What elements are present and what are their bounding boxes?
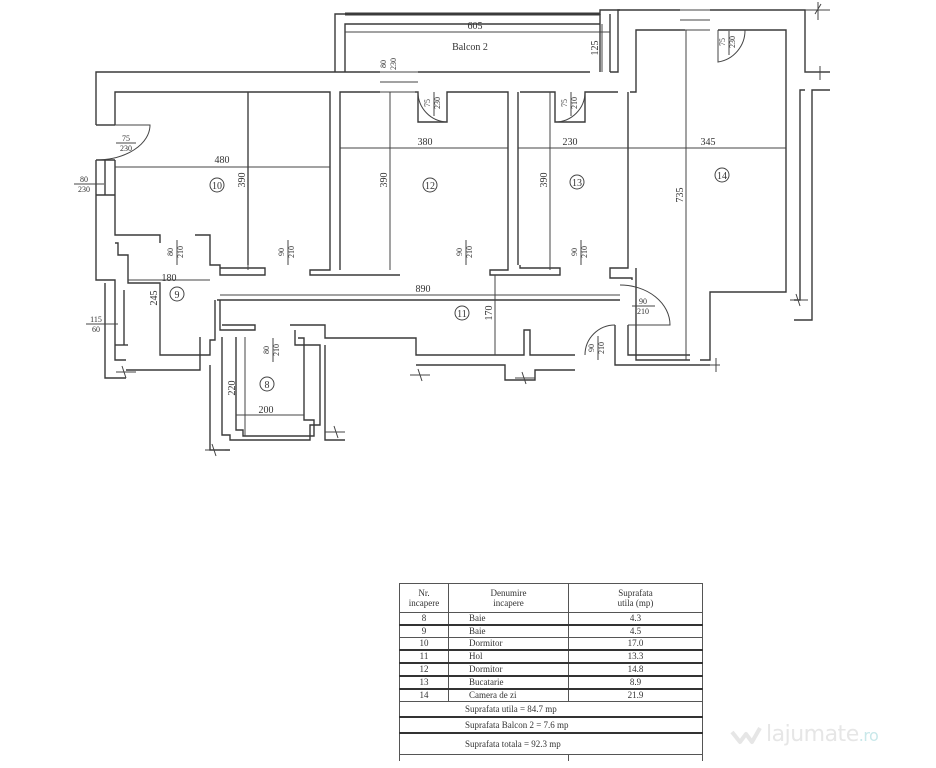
dim-r8-width: 200 [259, 405, 274, 416]
dimension-lines [115, 24, 786, 436]
summary-balcon: Suprafata Balcon 2 = 7.6 mp [399, 716, 703, 734]
svg-text:80: 80 [262, 346, 271, 354]
svg-text:75: 75 [718, 38, 727, 46]
room-number-8: 8 [265, 380, 270, 391]
walls [95, 9, 830, 451]
svg-text:75: 75 [423, 99, 432, 107]
room-number-12: 12 [425, 181, 435, 192]
svg-text:230: 230 [389, 58, 398, 70]
summary-totala: Suprafata totala = 92.3 mp [399, 732, 703, 755]
header-nr: Nr.incapere [399, 583, 449, 613]
dim-r10-width: 480 [215, 155, 230, 166]
watermark-tld: .ro [858, 726, 879, 745]
svg-text:75: 75 [560, 99, 569, 107]
watermark-logo-icon [730, 727, 762, 744]
svg-text:90: 90 [570, 248, 579, 256]
dim-r14-height: 735 [675, 188, 686, 203]
room-number-14: 14 [717, 171, 727, 182]
dim-r10-height: 390 [237, 173, 248, 188]
door-swings [95, 29, 746, 356]
svg-text:210: 210 [637, 307, 649, 316]
svg-text:90: 90 [455, 248, 464, 256]
svg-text:90: 90 [587, 344, 596, 352]
dim-r9-height: 245 [149, 291, 160, 306]
svg-text:115: 115 [90, 315, 102, 324]
svg-text:210: 210 [176, 246, 185, 258]
dim-r12-width: 380 [418, 137, 433, 148]
break-marks [116, 2, 830, 457]
dim-r13-height: 390 [539, 173, 550, 188]
svg-text:90: 90 [277, 248, 286, 256]
balcony-label: Balcon 2 [452, 42, 488, 53]
summary-utila: Suprafata utila = 84.7 mp [399, 701, 703, 718]
floor-plan: Balcon 2 605 125 480 390 380 390 230 390… [74, 2, 830, 457]
dim-r8-height: 220 [227, 381, 238, 396]
svg-text:230: 230 [78, 185, 90, 194]
dim-r11-width: 890 [416, 284, 431, 295]
dim-r13-width: 230 [563, 137, 578, 148]
svg-text:90: 90 [639, 297, 647, 306]
room-number-11: 11 [457, 309, 467, 320]
watermark-brand: lajumate [766, 722, 859, 747]
dim-r9-width: 180 [162, 273, 177, 284]
svg-text:210: 210 [580, 246, 589, 258]
svg-text:80: 80 [166, 248, 175, 256]
dim-r12-height: 390 [379, 173, 390, 188]
room-number-10: 10 [212, 181, 222, 192]
table-row-cut [399, 754, 703, 761]
room-markers [169, 167, 730, 392]
svg-text:210: 210 [465, 246, 474, 258]
room-number-13: 13 [572, 178, 582, 189]
room-number-9: 9 [175, 290, 180, 301]
svg-text:230: 230 [120, 144, 132, 153]
svg-text:80: 80 [379, 60, 388, 68]
svg-text:210: 210 [272, 344, 281, 356]
svg-text:210: 210 [570, 97, 579, 109]
svg-text:80: 80 [80, 175, 88, 184]
dim-r11-height: 170 [484, 306, 495, 321]
svg-text:230: 230 [433, 97, 442, 109]
svg-text:60: 60 [92, 325, 100, 334]
dim-balcon-width: 605 [468, 21, 483, 32]
svg-text:210: 210 [287, 246, 296, 258]
watermark: lajumate.ro [730, 722, 879, 747]
svg-text:75: 75 [122, 134, 130, 143]
svg-text:230: 230 [728, 36, 737, 48]
svg-text:210: 210 [597, 342, 606, 354]
dim-balcon-depth: 125 [590, 41, 601, 56]
dim-r14-width: 345 [701, 137, 716, 148]
